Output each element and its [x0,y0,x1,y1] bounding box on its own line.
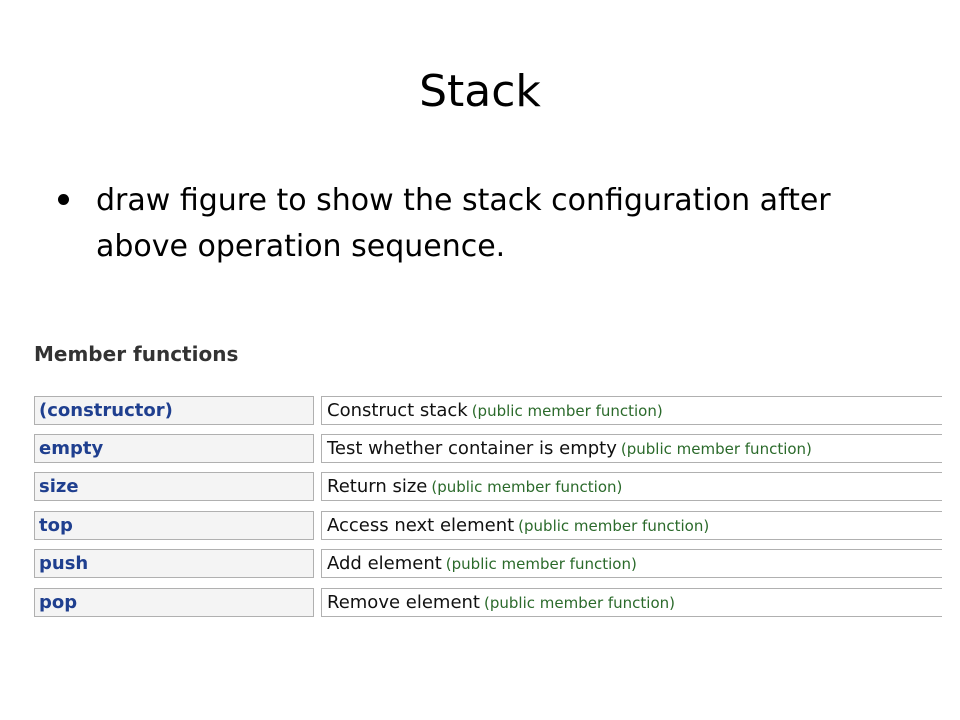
description-text: Construct stack [327,400,468,421]
table-row: empty Test whether container is empty(pu… [34,434,942,466]
function-description: Remove element(public member function) [321,588,942,617]
description-text: Access next element [327,515,515,536]
function-name-link[interactable]: pop [34,588,314,617]
member-type-tag: (public member function) [518,517,710,535]
function-name-link[interactable]: push [34,549,314,578]
table-row: size Return size(public member function) [34,472,942,504]
table-row: top Access next element(public member fu… [34,511,942,543]
member-functions-heading: Member functions [34,342,239,366]
bullet-text: draw figure to show the stack configurat… [96,183,831,264]
function-description: Test whether container is empty(public m… [321,434,942,463]
description-text: Test whether container is empty [327,438,617,459]
member-type-tag: (public member function) [620,440,812,458]
function-description: Access next element(public member functi… [321,511,942,540]
table-row: (constructor) Construct stack(public mem… [34,396,942,428]
function-description: Construct stack(public member function) [321,396,942,425]
function-name-link[interactable]: (constructor) [34,396,314,425]
bullet-item: draw figure to show the stack configurat… [58,178,918,270]
slide-title: Stack [419,66,541,117]
function-description: Return size(public member function) [321,472,942,501]
function-name-link[interactable]: empty [34,434,314,463]
table-row: pop Remove element(public member functio… [34,588,942,620]
member-type-tag: (public member function) [484,594,676,612]
bullet-dot-icon [58,194,69,205]
description-text: Remove element [327,592,480,613]
member-type-tag: (public member function) [445,555,637,573]
table-row: push Add element(public member function) [34,549,942,581]
member-functions-table: (constructor) Construct stack(public mem… [34,396,942,620]
description-text: Add element [327,553,442,574]
member-type-tag: (public member function) [431,478,623,496]
member-type-tag: (public member function) [471,402,663,420]
function-name-link[interactable]: top [34,511,314,540]
description-text: Return size [327,476,428,497]
function-name-link[interactable]: size [34,472,314,501]
function-description: Add element(public member function) [321,549,942,578]
